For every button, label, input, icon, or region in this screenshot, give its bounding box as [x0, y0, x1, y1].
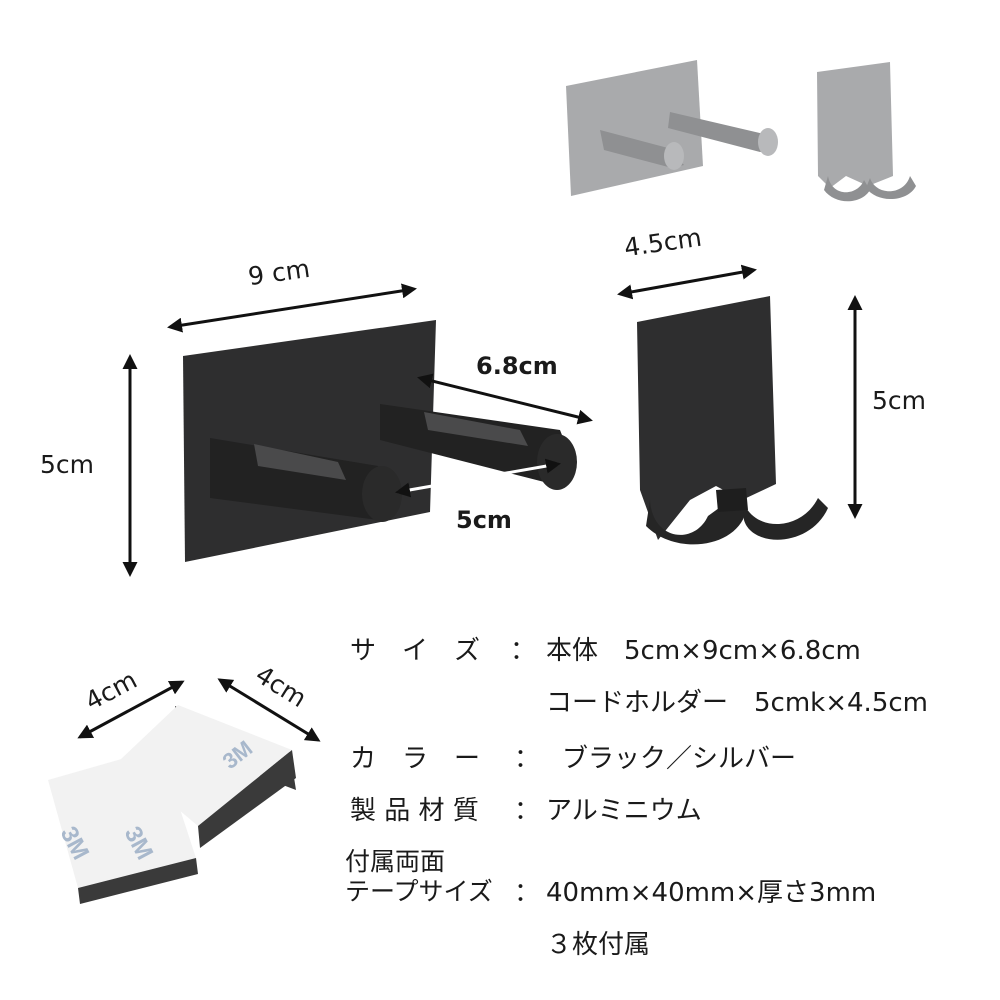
hook-spacing-label: 5cm: [456, 506, 512, 534]
main-height-label: 5cm: [40, 450, 95, 479]
spec-color-value: ブラック／シルバー: [562, 744, 797, 774]
spec-color-colon: ：: [514, 744, 541, 774]
arrow-tape-width: [77, 680, 185, 739]
spec-material-label: 製 品 材 質: [350, 796, 479, 826]
spec-material-value: アルミニウム: [546, 796, 702, 826]
spec-size-colon: ：: [510, 636, 537, 666]
spec-tape-value-1: 40mm×40mm×厚さ3mm: [546, 878, 877, 908]
arrow-main-width: [167, 283, 417, 333]
silver-double-hook: [566, 60, 778, 196]
cord-height-label: 5cm: [872, 386, 927, 415]
spec-tape-label-2: テープサイズ: [345, 877, 493, 906]
arrow-tape-depth: [217, 678, 321, 742]
spec-tape-value-2: ３枚付属: [546, 930, 651, 960]
arrow-cord-width: [617, 264, 757, 300]
silver-cord-holder: [817, 62, 916, 202]
spec-size-label: サ イ ズ: [350, 636, 481, 666]
spec-color-label: カ ラ ー: [350, 744, 481, 774]
spec-tape-colon: ：: [514, 878, 541, 908]
dimension-arrows: [77, 264, 863, 742]
spec-material-colon: ：: [514, 796, 541, 826]
arrow-hook-spacing: [395, 458, 561, 498]
black-cord-holder: [637, 296, 828, 545]
spec-size-value-2: コードホルダー 5cmk×4.5cm: [546, 688, 928, 718]
spec-size-value-1: 本体 5cm×9cm×6.8cm: [546, 636, 861, 666]
arrow-hook-length: [417, 373, 593, 425]
hook-length-label: 6.8cm: [476, 352, 558, 380]
spec-tape-label-1: 付属両面: [345, 847, 446, 876]
